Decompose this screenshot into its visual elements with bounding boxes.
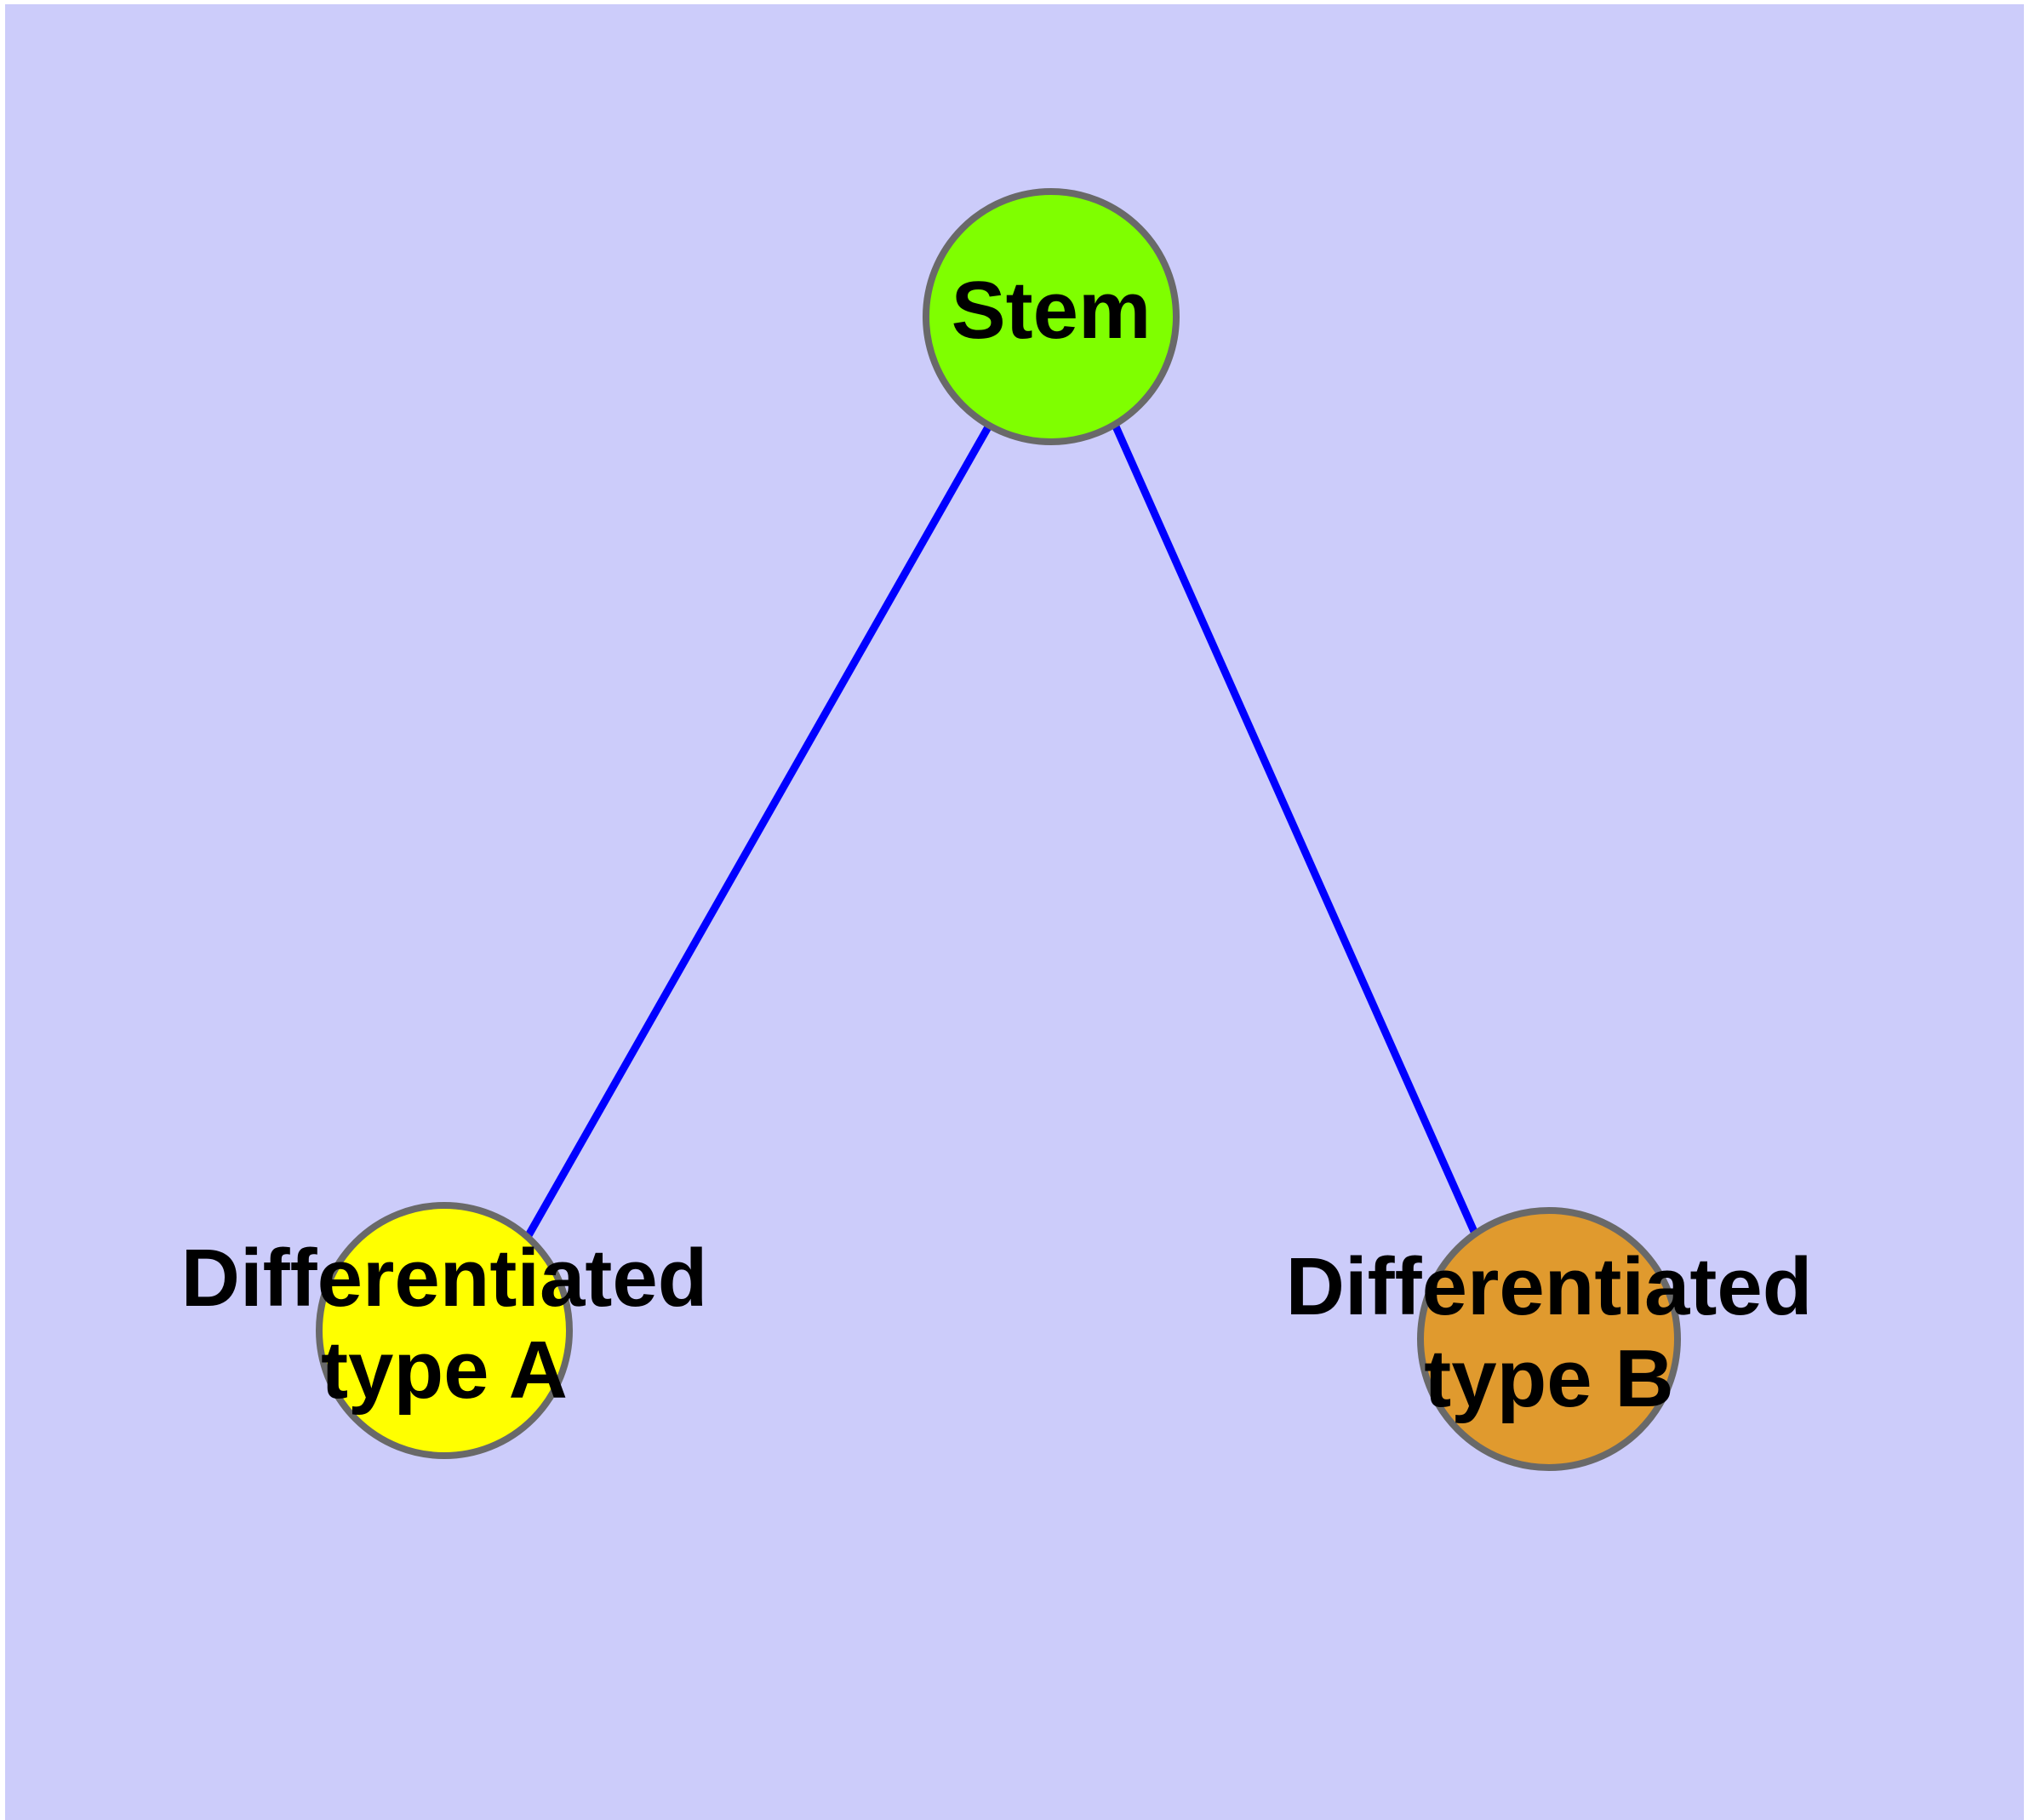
node-diff-a-circle[interactable] <box>316 1202 573 1459</box>
node-stem[interactable] <box>923 188 1180 445</box>
edge-stem-to-diff-a[interactable] <box>524 423 992 1239</box>
node-diff-b[interactable] <box>1417 1207 1681 1471</box>
edge-stem-to-diff-b[interactable] <box>1112 425 1479 1235</box>
node-stem-label: Stem <box>952 265 1152 356</box>
node-layer <box>316 188 1681 1471</box>
node-stem-circle[interactable] <box>923 188 1180 445</box>
node-diff-b-circle[interactable] <box>1417 1207 1681 1471</box>
edge-layer <box>524 423 1479 1239</box>
node-diff-a[interactable] <box>316 1202 573 1459</box>
